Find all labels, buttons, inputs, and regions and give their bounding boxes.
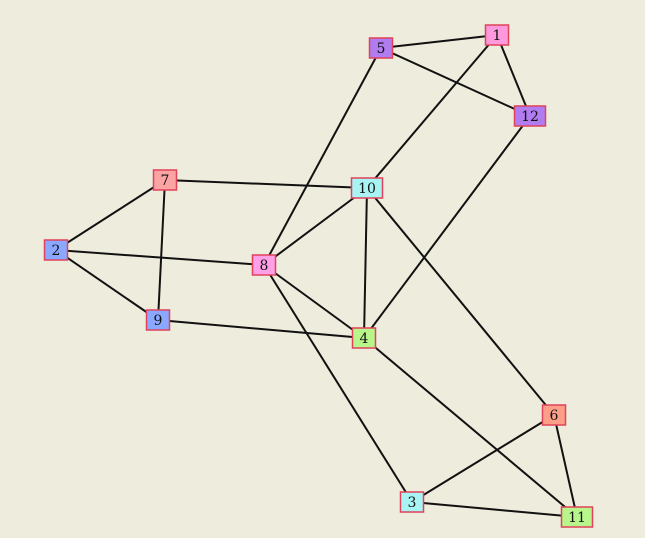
- node-label: 11: [568, 510, 586, 526]
- node-box: [351, 327, 377, 349]
- node-4: 4: [351, 327, 377, 349]
- node-box: [560, 506, 594, 528]
- edge-5-8: [263, 47, 382, 266]
- edge-9-4: [157, 319, 365, 339]
- node-label: 9: [154, 313, 163, 329]
- edge-5-1: [380, 34, 498, 49]
- edge-8-10: [263, 187, 368, 266]
- edge-1-12: [496, 34, 531, 117]
- node-box: [350, 177, 384, 199]
- node-label: 3: [408, 495, 417, 511]
- node-label: 12: [521, 109, 539, 125]
- edge-7-9: [157, 179, 166, 321]
- node-10: 10: [350, 177, 384, 199]
- edge-4-11: [363, 337, 578, 518]
- node-label: 1: [493, 28, 502, 44]
- node-box: [484, 24, 510, 46]
- node-12: 12: [513, 105, 547, 127]
- node-box: [152, 169, 178, 191]
- node-2: 2: [43, 239, 69, 261]
- node-9: 9: [145, 309, 171, 331]
- node-11: 11: [560, 506, 594, 528]
- node-5: 5: [368, 37, 394, 59]
- edge-1-10: [366, 34, 498, 189]
- edge-7-10: [164, 179, 368, 189]
- edge-10-6: [366, 187, 555, 416]
- node-8: 8: [251, 254, 277, 276]
- node-label: 5: [377, 41, 386, 57]
- node-box: [399, 491, 425, 513]
- node-7: 7: [152, 169, 178, 191]
- node-label: 10: [358, 181, 376, 197]
- edge-3-11: [411, 501, 578, 518]
- node-1: 1: [484, 24, 510, 46]
- edge-12-4: [363, 115, 531, 339]
- node-label: 8: [260, 258, 269, 274]
- node-label: 2: [52, 243, 61, 259]
- edge-2-9: [55, 249, 159, 321]
- edge-5-12: [380, 47, 531, 117]
- edge-6-11: [553, 414, 578, 518]
- node-label: 4: [360, 331, 369, 347]
- node-box: [541, 404, 567, 426]
- edge-6-3: [411, 414, 555, 503]
- node-box: [251, 254, 277, 276]
- node-box: [368, 37, 394, 59]
- node-label: 6: [550, 408, 559, 424]
- node-label: 7: [161, 173, 170, 189]
- edge-10-4: [363, 187, 368, 339]
- node-6: 6: [541, 404, 567, 426]
- edge-2-8: [55, 249, 265, 266]
- node-box: [513, 105, 547, 127]
- edges-layer: [55, 34, 578, 518]
- edge-8-4: [263, 264, 365, 339]
- edge-8-3: [263, 264, 413, 503]
- edge-7-2: [55, 179, 166, 251]
- node-3: 3: [399, 491, 425, 513]
- node-box: [43, 239, 69, 261]
- node-box: [145, 309, 171, 331]
